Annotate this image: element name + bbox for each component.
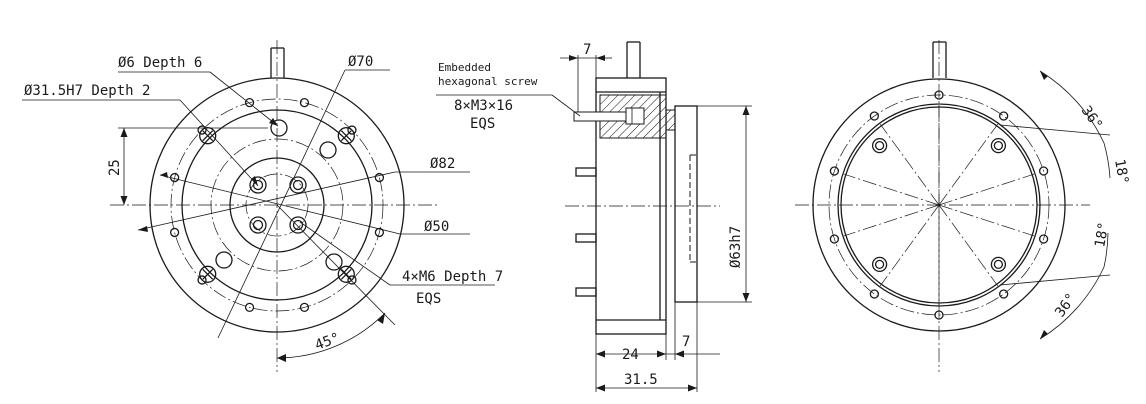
rear-inner-hole [990,256,1007,273]
rear-outer-circle [812,78,1066,332]
rear-ray [843,204,940,237]
rear-cap-circle [837,103,1041,307]
pin-hole-upper-right [319,141,337,159]
rear-ray [938,123,999,206]
side-main-body [595,77,667,335]
rear-inner-hole-core [993,259,1004,270]
rear-angle-bottom-label: 36° [1052,290,1080,320]
d70-bolt-circle [210,138,344,272]
rear-ray [938,204,1035,237]
rear-ray [879,204,940,287]
flange-hole [197,125,207,135]
rear-inner-hole [990,137,1007,154]
rear-hole [999,111,1009,121]
flange-hole [374,227,385,238]
rear-centerline-rays [843,105,1035,305]
x-hole-mark [202,130,214,142]
screw-eqs-label: EQS [470,116,495,132]
rear-ray [938,173,1035,206]
rear-bolt-circle [828,94,1050,316]
flange-hole [374,172,385,183]
flange-holes [169,97,385,313]
front-view: Ø6 Depth 6 Ø31.5H7 Depth 2 25 Ø70 Ø82 Ø5… [22,40,503,372]
rear-ray [843,173,940,206]
tap-holes [249,176,307,234]
pin-hole-lower-right [325,253,343,271]
rear-inner-hole [871,256,888,273]
rear-ray [879,123,940,206]
inner-ring-circle [181,109,373,301]
rear-inner-hole [871,137,888,154]
d63-label: Ø63h7 [728,226,744,268]
flange-bolt-circle [170,98,384,312]
offset-25-label: 25 [107,159,123,176]
flange-hole [169,227,180,238]
pin-hole-top [270,119,288,137]
flange-hole [244,302,255,313]
flange-hole [197,275,207,285]
side-cap-plate [674,105,698,303]
d50-hub-circle [229,157,325,253]
x-hole [337,127,355,145]
rear-hole [869,111,879,121]
rear-inner-hole-core [874,259,885,270]
side-stubs [575,167,597,297]
dim-315-label: 31.5 [624,372,658,388]
rear-ray [938,204,999,287]
side-view: 7 Embedded hexagonal screw 8×M3×16 EQS Ø… [436,41,752,392]
x-hole [337,265,355,283]
d82-label: Ø82 [430,156,455,172]
rear-hole [934,90,944,100]
x-hole [199,265,217,283]
hole-top-label: Ø6 Depth 6 [118,55,202,71]
rear-inner-hole-core [874,140,885,151]
x-hole-mark [340,130,352,142]
flange-hole [299,302,310,313]
front-cable [270,47,285,78]
dim-7-label: 7 [682,334,690,350]
screw-label-2: hexagonal screw [438,75,538,88]
flange-hole [347,125,357,135]
rear-hole [869,289,879,299]
rear-hole [1038,234,1049,244]
rear-cable [932,41,947,78]
outer-flange-circle [149,77,405,333]
d70-label: Ø70 [348,54,373,70]
dim-24-label: 24 [622,347,639,363]
tap-holes-eqs-label: EQS [416,291,441,307]
side-cable [626,41,641,78]
rear-hole [829,166,840,176]
x-marked-holes [199,127,355,283]
rear-hole [999,289,1009,299]
rear-bolt-holes [829,90,1049,320]
tap-hole-circle [245,173,309,237]
d50-label: Ø50 [424,219,449,235]
angle-45-label: 45° [313,330,342,354]
tap-holes-label: 4×M6 Depth 7 [402,269,503,285]
screw-label-1: Embedded [438,61,491,74]
embedded-screw-head [625,107,645,125]
rear-hole [934,310,944,320]
pilot-bore-label: Ø31.5H7 Depth 2 [24,83,150,99]
rear-inner-holes [871,137,1007,273]
rear-angle-r2-label: 18° [1092,221,1112,249]
x-hole-mark [340,268,352,280]
flange-hole [347,275,357,285]
rear-view: 36° 18° 18° 36° [795,40,1131,372]
x-hole-mark [202,268,214,280]
rear-inner-hole-core [993,140,1004,151]
rear-hole [829,234,840,244]
rear-angle-r1-label: 18° [1111,158,1131,186]
embedded-screw-shank [573,111,635,122]
top-dim-7-label: 7 [583,42,591,58]
flange-hole [299,97,310,108]
flange-hole [244,97,255,108]
rear-hole [1038,166,1049,176]
screw-spec-label: 8×M3×16 [454,98,513,114]
pin-hole-lower-left [215,251,233,269]
